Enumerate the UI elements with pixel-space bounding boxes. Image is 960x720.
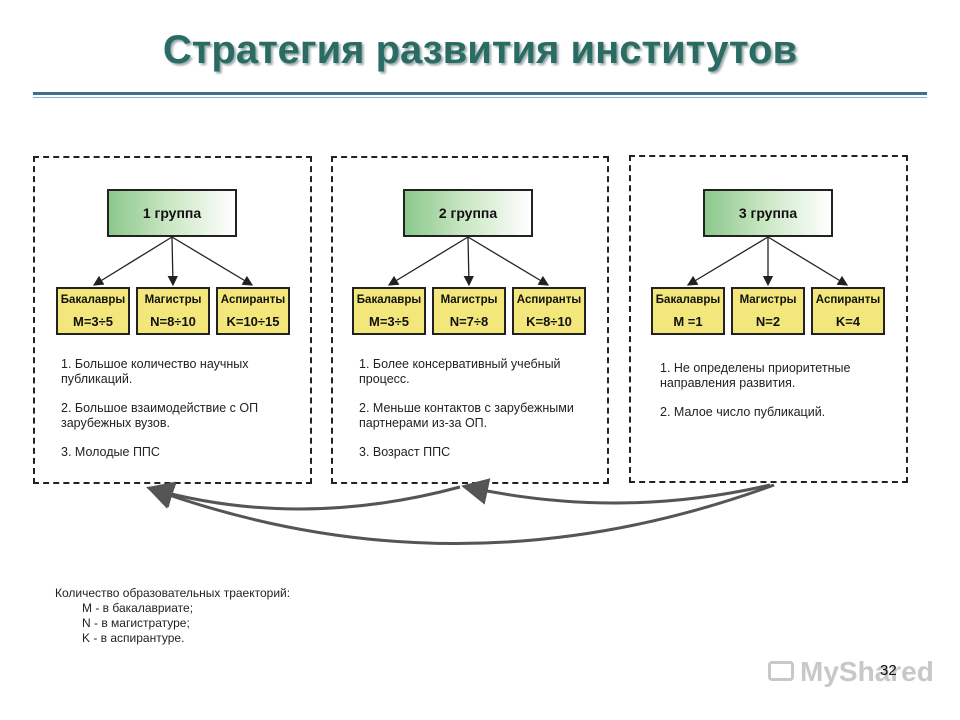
note-item: 1. Не определены приоритетные направлени… xyxy=(660,361,851,390)
level-label: Магистры xyxy=(739,294,797,306)
note-item: 2. Малое число публикаций. xyxy=(660,405,826,419)
title-underline-thin xyxy=(33,97,927,98)
level-label: Бакалавры xyxy=(655,294,721,306)
level-label: Магистры xyxy=(144,294,202,306)
legend: Количество образовательных траекторий: M… xyxy=(55,586,290,646)
level-label: Аспиранты xyxy=(516,294,582,306)
level-value: M=3÷5 xyxy=(368,314,409,329)
watermark: MyShared xyxy=(800,656,934,688)
legend-heading: Количество образовательных траекторий: xyxy=(55,586,291,600)
title-underline xyxy=(33,92,927,95)
group-label: 3 группа xyxy=(738,205,798,221)
tree-arrows xyxy=(92,236,849,287)
legend-item: K - в аспирантуре. xyxy=(82,631,185,645)
group-box-3: 3 группа xyxy=(703,189,833,237)
level-value: K=10÷15 xyxy=(226,314,280,329)
page-number: 32 xyxy=(880,662,897,679)
group-label: 2 группа xyxy=(438,205,498,221)
level-value: M =1 xyxy=(673,314,703,329)
slide-title: Стратегия развития институтов xyxy=(162,28,798,72)
level-label: Аспиранты xyxy=(815,294,881,306)
watermark-text: MyShared xyxy=(800,656,934,687)
group-label: 1 группа xyxy=(142,205,202,221)
level-value: N=2 xyxy=(755,314,781,329)
legend-item: M - в бакалавриате; xyxy=(82,601,194,615)
level-value: K=4 xyxy=(835,314,861,329)
group-notes-2: 1. Более консервативный учебный процесс.… xyxy=(359,357,604,474)
legend-item: N - в магистратуре; xyxy=(82,616,190,630)
group-box-1: 1 группа xyxy=(107,189,237,237)
group-notes-1: 1. Большое количество научных публикаций… xyxy=(61,357,301,474)
group-box-2: 2 группа xyxy=(403,189,533,237)
level-label: Аспиранты xyxy=(220,294,286,306)
level-label: Магистры xyxy=(440,294,498,306)
level-value: M=3÷5 xyxy=(72,314,113,329)
level-label: Бакалавры xyxy=(356,294,422,306)
transition-arrows xyxy=(146,478,775,545)
note-item: 2. Большое взаимодействие с ОП зарубежны… xyxy=(61,401,259,430)
note-item: 3. Молодые ППС xyxy=(61,445,160,459)
note-item: 1. Большое количество научных публикаций… xyxy=(61,357,249,386)
note-item: 2. Меньше контактов с зарубежными партне… xyxy=(359,401,574,430)
level-value: N=7÷8 xyxy=(449,314,489,329)
level-value: N=8÷10 xyxy=(150,314,196,329)
group-notes-3: 1. Не определены приоритетные направлени… xyxy=(660,361,900,434)
level-box-bachelor: Бакалавры M =1 xyxy=(651,287,725,335)
watermark-logo-icon xyxy=(768,661,794,681)
level-value: K=8÷10 xyxy=(526,314,572,329)
level-label: Бакалавры xyxy=(60,294,126,306)
note-item: 1. Более консервативный учебный процесс. xyxy=(359,357,561,386)
note-item: 3. Возраст ППС xyxy=(359,445,451,459)
group-panel-3 xyxy=(629,155,908,483)
